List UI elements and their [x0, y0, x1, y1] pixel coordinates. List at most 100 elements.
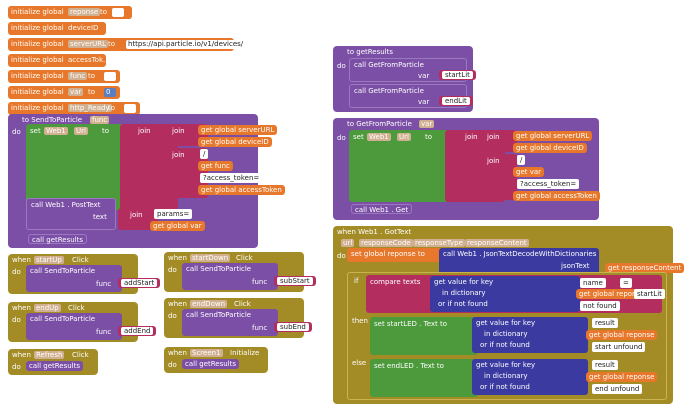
- string-value[interactable]: [112, 8, 124, 17]
- global-init-serverurl[interactable]: initialize global serverURL to https://a…: [8, 38, 246, 51]
- compare-texts[interactable]: compare texts get value for key in dicti…: [366, 275, 665, 313]
- string-slash[interactable]: /: [517, 155, 526, 165]
- to-label: to: [102, 127, 110, 135]
- set-endled-text[interactable]: set endLED . Text to: [370, 359, 478, 397]
- var-name: serverURL: [68, 40, 109, 48]
- string-addstart[interactable]: addStart: [118, 278, 161, 288]
- procedure-get-from-particle[interactable]: to GetFromParticle var do set Web1 Url t…: [333, 118, 600, 220]
- call-jsontextdecode[interactable]: call Web1 . JsonTextDecodeWithDictionari…: [439, 248, 599, 274]
- get-global-serverurl[interactable]: get global serverURL: [198, 125, 278, 135]
- call-sendtoparticle[interactable]: call SendToParticle func: [182, 309, 278, 336]
- when-label: when: [168, 300, 187, 308]
- join-label: join: [465, 133, 478, 141]
- string-start-unfound[interactable]: start unfound: [592, 342, 646, 352]
- jsontext-arg: jsonText: [561, 262, 590, 270]
- component-name: startDown: [190, 254, 231, 262]
- var-name: func: [68, 72, 88, 80]
- global-init-func[interactable]: initialize global func to: [8, 70, 120, 83]
- event-endup-click[interactable]: when endUp Click do call SendToParticle …: [8, 302, 157, 342]
- string-slash[interactable]: /: [200, 149, 209, 159]
- set-web1-url-block[interactable]: set Web1 Url to: [26, 124, 124, 210]
- global-init-var[interactable]: initialize global var to 0: [8, 86, 120, 99]
- indict-label: in dictionary: [442, 289, 486, 297]
- do-label: do: [168, 312, 177, 320]
- param-var: var: [419, 120, 435, 128]
- event-startdown-click[interactable]: when startDown Click do call SendToParti…: [164, 252, 316, 292]
- set-label: set endLED . Text to: [374, 362, 444, 370]
- var-name: var: [68, 88, 84, 96]
- var-name: accessTok...: [68, 56, 110, 64]
- procedure-header: to SendToParticle: [22, 116, 83, 124]
- call-label: call SendToParticle: [30, 315, 96, 323]
- indict-label: in dictionary: [484, 330, 528, 338]
- var-name: http_Ready: [68, 104, 112, 112]
- global-init-accesstoken[interactable]: initialize global accessTok...: [8, 54, 110, 67]
- param-responsetype: responseType: [413, 239, 465, 247]
- compare-operator[interactable]: =: [620, 278, 632, 288]
- string-access-token[interactable]: ?access_token=: [517, 179, 580, 189]
- get-var[interactable]: get var: [513, 167, 545, 177]
- call-getresults[interactable]: call getResults: [28, 234, 88, 244]
- procedure-send-to-particle[interactable]: to SendToParticle func do set Web1 Url t…: [8, 114, 285, 248]
- get-global-reponse[interactable]: get global reponse: [586, 330, 658, 340]
- string-end-unfound[interactable]: end unfound: [592, 384, 643, 394]
- posttext-label: call Web1 . PostText: [31, 201, 101, 209]
- get-responsecontent[interactable]: get responseContent: [605, 263, 685, 273]
- get-global-var[interactable]: get global var: [150, 221, 205, 231]
- call-label: call GetFromParticle: [354, 61, 424, 69]
- call-web1-posttext[interactable]: call Web1 . PostText text: [26, 198, 116, 230]
- component-web1: Web1: [367, 133, 391, 141]
- set-global-reponse[interactable]: set global reponse to: [347, 248, 443, 262]
- event-screen1-initialize[interactable]: when Screen1 Initialize do call getResul…: [164, 347, 268, 373]
- global-init-deviceid[interactable]: initialize global deviceID: [8, 22, 106, 35]
- string-not-found[interactable]: not found: [580, 301, 620, 311]
- call-sendtoparticle[interactable]: call SendToParticle func: [26, 313, 122, 340]
- string-endlit[interactable]: endLit: [439, 96, 473, 106]
- init-label: initialize global: [11, 88, 64, 96]
- string-value[interactable]: [124, 104, 136, 113]
- get-value-for-key[interactable]: get value for key in dictionary or if no…: [430, 276, 580, 312]
- string-result[interactable]: result: [592, 318, 618, 328]
- string-addend[interactable]: addEnd: [118, 326, 157, 336]
- if-then-else[interactable]: if then else compare texts get value for…: [347, 272, 667, 400]
- set-web1-url-block[interactable]: set Web1 Url to: [349, 130, 449, 202]
- string-startlit[interactable]: startLit: [634, 289, 665, 299]
- get-func[interactable]: get func: [198, 161, 233, 171]
- event-enddown-click[interactable]: when endDown Click do call SendToParticl…: [164, 298, 312, 338]
- join-inner-2[interactable]: join: [483, 154, 517, 200]
- set-startled-text[interactable]: set startLED . Text to: [370, 317, 478, 355]
- then-label: then: [352, 317, 368, 325]
- call-getresults[interactable]: call getResults: [26, 361, 84, 371]
- get-global-reponse[interactable]: get global reponse: [586, 372, 658, 382]
- event-web1-gottext[interactable]: when Web1 . GotText url responseCode res…: [333, 226, 685, 404]
- event-refresh-click[interactable]: when Refresh Click do call getResults: [8, 349, 98, 375]
- string-subend[interactable]: subEnd: [274, 322, 312, 332]
- string-value[interactable]: [104, 72, 116, 81]
- get-global-reponse[interactable]: get global reponse: [576, 289, 648, 299]
- global-init-http-ready[interactable]: initialize global http_Ready to: [8, 102, 140, 115]
- event-startup-click[interactable]: when startUp Click do call SendToParticl…: [8, 254, 161, 294]
- string-startlit[interactable]: startLit: [439, 70, 476, 80]
- call-sendtoparticle[interactable]: call SendToParticle func: [182, 263, 278, 290]
- join-params[interactable]: join: [118, 208, 158, 230]
- string-name[interactable]: name: [580, 278, 606, 288]
- number-value[interactable]: 0: [104, 88, 116, 97]
- string-result[interactable]: result: [592, 360, 618, 370]
- string-substart[interactable]: subStart: [274, 276, 316, 286]
- get-global-deviceid[interactable]: get global deviceID: [513, 143, 587, 153]
- get-global-accesstoken[interactable]: get global accessToken: [198, 185, 285, 195]
- call-getresults[interactable]: call getResults: [182, 359, 240, 369]
- get-value-for-key[interactable]: get value for key in dictionary or if no…: [472, 317, 588, 353]
- string-params[interactable]: params=: [154, 209, 193, 219]
- get-global-accesstoken[interactable]: get global accessToken: [513, 191, 600, 201]
- global-init-reponse[interactable]: initialize global reponse to: [8, 6, 132, 19]
- string-access-token[interactable]: ?access_token=: [200, 173, 263, 183]
- get-global-deviceid[interactable]: get global deviceID: [198, 137, 272, 147]
- get-value-for-key[interactable]: get value for key in dictionary or if no…: [472, 359, 588, 395]
- procedure-get-results[interactable]: to getResults do call GetFromParticle va…: [333, 46, 476, 112]
- call-sendtoparticle[interactable]: call SendToParticle func: [26, 265, 122, 292]
- string-value[interactable]: https://api.particle.io/v1/devices/: [126, 40, 246, 49]
- call-web1-get[interactable]: call Web1 . Get: [351, 204, 413, 214]
- join-inner-1[interactable]: join: [483, 130, 517, 152]
- get-global-serverurl[interactable]: get global serverURL: [513, 131, 593, 141]
